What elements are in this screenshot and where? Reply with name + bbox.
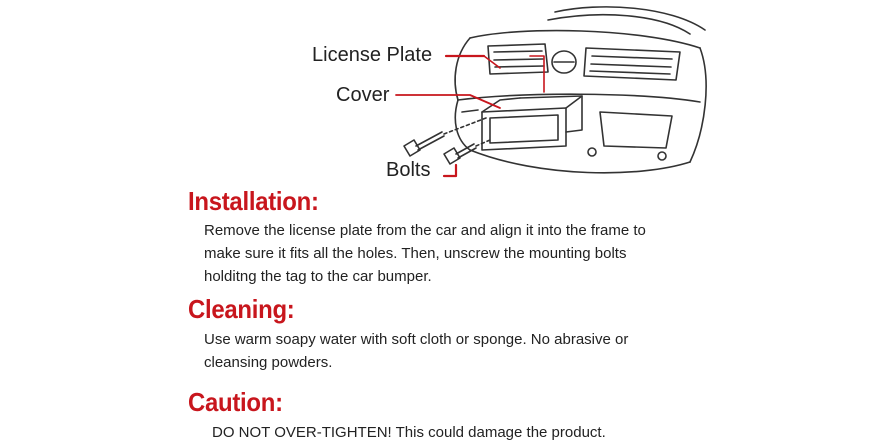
installation-heading: Installation: xyxy=(188,186,319,216)
car-front-diagram xyxy=(395,6,707,178)
car-body-outline xyxy=(454,6,707,174)
car-emblem-icon xyxy=(551,50,577,74)
caution-heading: Caution: xyxy=(188,387,283,417)
license-plate-cover xyxy=(481,95,583,151)
label-cover: Cover xyxy=(336,84,390,106)
label-bolts: Bolts xyxy=(386,159,431,181)
cleaning-heading: Cleaning: xyxy=(188,294,295,324)
mounting-bolt-icon xyxy=(403,117,491,165)
bumper-details xyxy=(461,109,673,161)
cleaning-text: Use warm soapy water with soft cloth or … xyxy=(204,331,629,371)
caution-text: DO NOT OVER-TIGHTEN! This could damage t… xyxy=(212,424,606,441)
callout-leader-lines xyxy=(395,54,545,178)
front-grille xyxy=(487,43,681,81)
installation-text: Remove the license plate from the car an… xyxy=(204,222,646,285)
label-license-plate: License Plate xyxy=(312,44,433,66)
